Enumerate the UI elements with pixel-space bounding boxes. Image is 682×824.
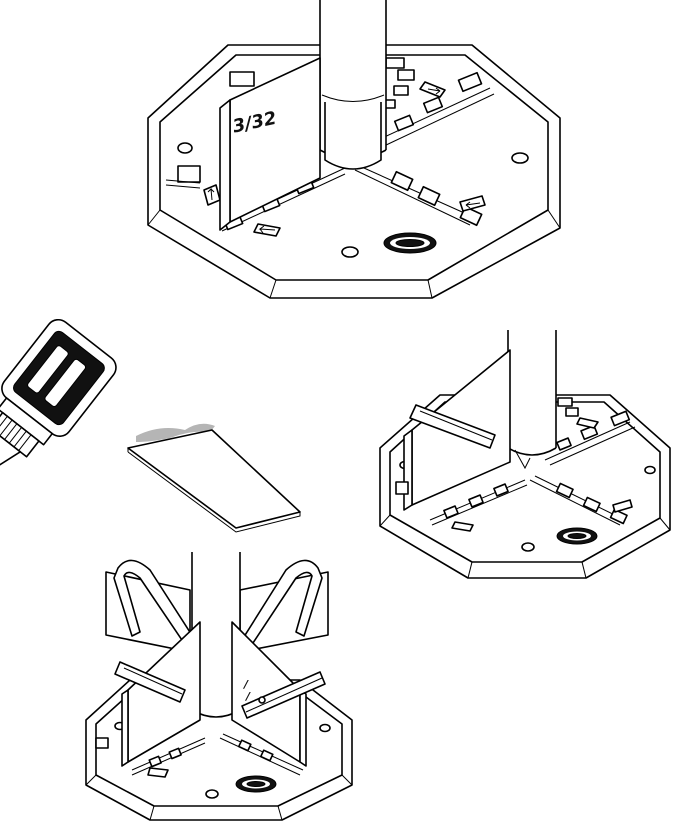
step-3-assembly [379, 330, 671, 579]
logo-badge-icon [556, 527, 598, 545]
arrow-icon [612, 499, 633, 513]
arrow-icon [451, 521, 474, 532]
flat-panel [127, 429, 301, 533]
glue-bead [136, 423, 215, 442]
divider-panel-right-front: / / [231, 621, 307, 767]
step-4-assembly: / / [85, 552, 353, 821]
mount-hole [177, 142, 193, 154]
step-1-base-assembly: 3/32 [147, 0, 561, 299]
logo-badge-icon [235, 775, 277, 793]
arrow-icon [459, 195, 486, 212]
glue-bottle-icon [0, 318, 117, 469]
support-strip-left [114, 661, 186, 703]
mount-hole [341, 246, 359, 258]
handle-loop-right [241, 559, 323, 647]
handle-loop-left [113, 559, 196, 647]
step-2-glue [0, 318, 301, 533]
arrow-icon [253, 223, 281, 237]
side-connector [165, 165, 201, 189]
clip [229, 71, 255, 87]
rail-right [354, 163, 483, 227]
arrow-icon [576, 417, 599, 429]
support-strip [409, 404, 496, 449]
marking-line-2: / [244, 690, 251, 703]
arrow-icon [147, 767, 169, 778]
arrow-icon [419, 81, 446, 98]
mount-hole [511, 152, 529, 164]
divider-panel-top: 3/32 [219, 57, 321, 231]
pole-collar [324, 102, 382, 170]
support-strip-right [241, 671, 326, 719]
marking-line-1: / [242, 678, 249, 691]
logo-badge-icon [383, 232, 437, 254]
